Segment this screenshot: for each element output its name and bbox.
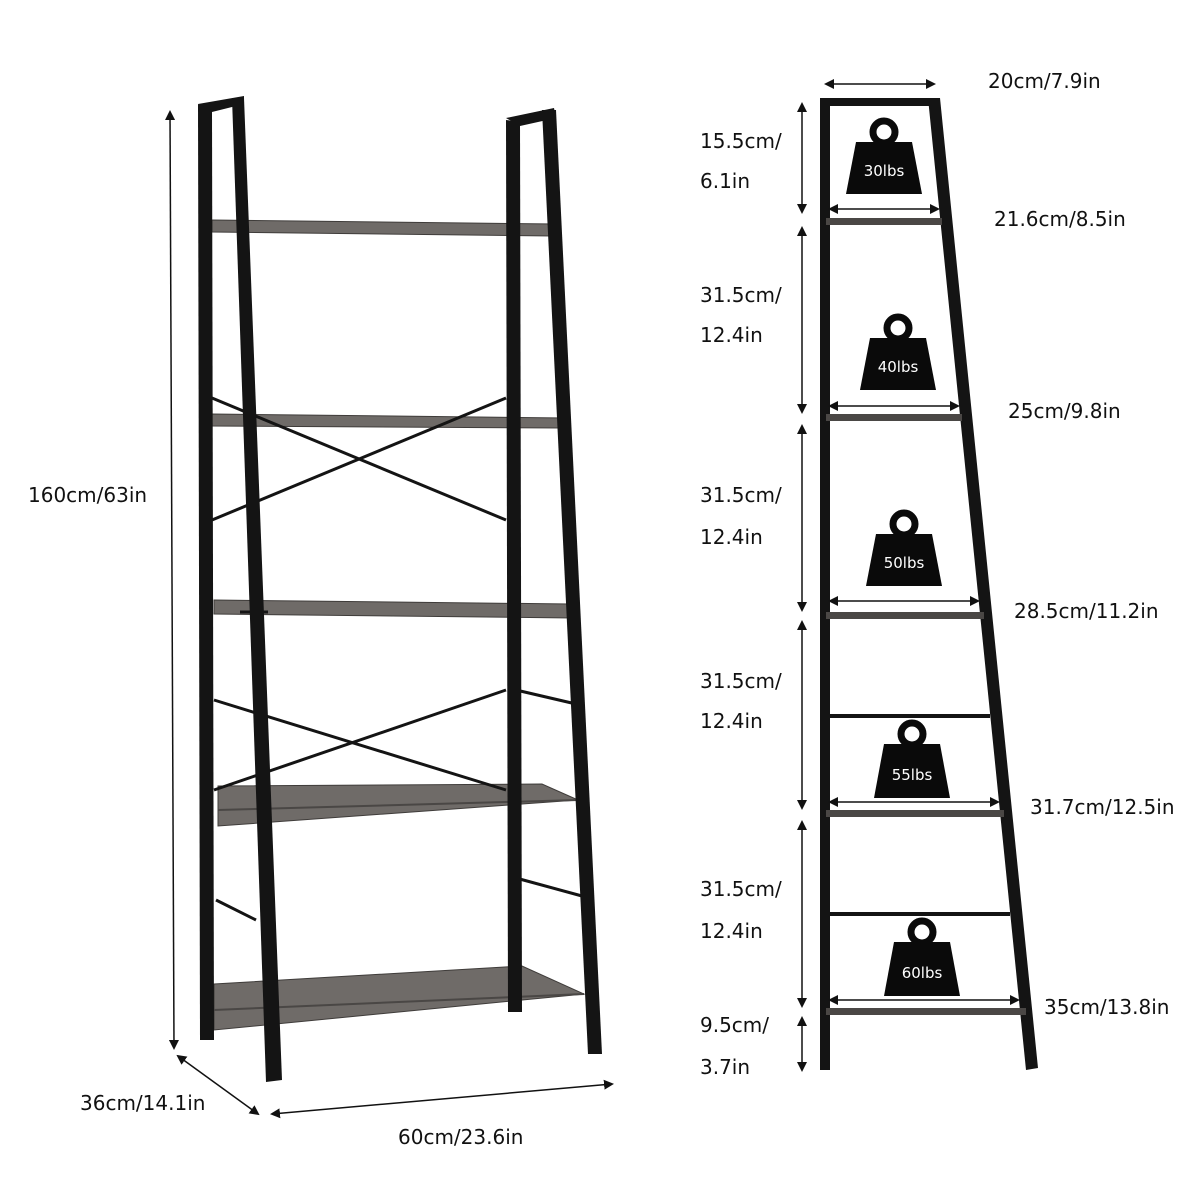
spacing-dimension: 15.5cm/ 6.1in [700,102,807,214]
spacing-dimension: 31.5cm/ 12.4in [700,226,807,414]
side-view: 20cm/7.9in 15.5cm/ 6.1in 31.5cm/ 12.4in … [700,69,1175,1079]
depth-dimension-arrow [176,1054,260,1116]
shelf-depth-label: 35cm/13.8in [1044,995,1169,1019]
spacing-label-line1: 31.5cm/ [700,283,782,307]
front-cross-brace [211,396,507,792]
height-dimension-arrow [165,110,179,1050]
shelf-depth-label: 25cm/9.8in [1008,399,1121,423]
front-shelf [211,219,557,237]
width-dimension-arrow [270,1079,614,1119]
spacing-dimension: 31.5cm/ 12.4in [700,820,807,1008]
shelf-depth-label: 28.5cm/11.2in [1014,599,1159,623]
depth-label: 36cm/14.1in [80,1091,205,1115]
height-label: 160cm/63in [28,483,147,507]
front-shelf [217,783,579,827]
side-shelf [826,1008,1026,1015]
top-width-label: 20cm/7.9in [988,69,1101,93]
spacing-label-line2: 12.4in [700,525,763,549]
spacing-label-line1: 31.5cm/ [700,877,782,901]
shelf-1: 30lbs 21.6cm/8.5in [828,117,1126,231]
weight-icon: 60lbs [884,917,960,996]
shelf-depth-label: 31.7cm/12.5in [1030,795,1175,819]
weight-icon: 30lbs [846,117,922,194]
spacing-label-line1: 31.5cm/ [700,669,782,693]
shelf-2: 40lbs 25cm/9.8in [828,313,1121,423]
spacing-label-line1: 31.5cm/ [700,483,782,507]
load-label: 55lbs [892,766,933,784]
spacing-label-line1: 15.5cm/ [700,129,782,153]
load-label: 60lbs [902,964,943,982]
spacing-label-line2: 12.4in [700,709,763,733]
spacing-dimension: 31.5cm/ 12.4in [700,424,807,612]
spacing-dimension: 9.5cm/ 3.7in [700,1013,807,1079]
side-frame [820,98,1038,1070]
front-left-frame [198,96,282,1082]
shelf-4: 55lbs 31.7cm/12.5in [828,719,1175,819]
side-shelf [826,810,1004,817]
spacing-label-line2: 3.7in [700,1055,750,1079]
front-right-frame [506,108,602,1054]
spacing-label-line2: 12.4in [700,919,763,943]
weight-icon: 40lbs [860,313,936,390]
side-shelf [826,612,984,619]
shelf-3: 50lbs 28.5cm/11.2in [828,509,1159,623]
side-shelf [826,218,942,225]
shelf-5: 60lbs 35cm/13.8in [828,917,1169,1019]
shelf-depth-label: 21.6cm/8.5in [994,207,1126,231]
spacing-label-line1: 9.5cm/ [700,1013,769,1037]
spacing-dimension: 31.5cm/ 12.4in [700,620,807,810]
width-label: 60cm/23.6in [398,1125,523,1149]
front-view: 160cm/63in 36cm/14.1in 60cm/23.6in [28,96,614,1149]
spacing-label-line2: 12.4in [700,323,763,347]
load-label: 30lbs [864,162,905,180]
side-shelf [826,414,962,421]
side-rail [830,714,1010,916]
load-label: 50lbs [884,554,925,572]
spacing-label-line2: 6.1in [700,169,750,193]
load-label: 40lbs [878,358,919,376]
weight-icon: 55lbs [874,719,950,798]
weight-icon: 50lbs [866,509,942,586]
